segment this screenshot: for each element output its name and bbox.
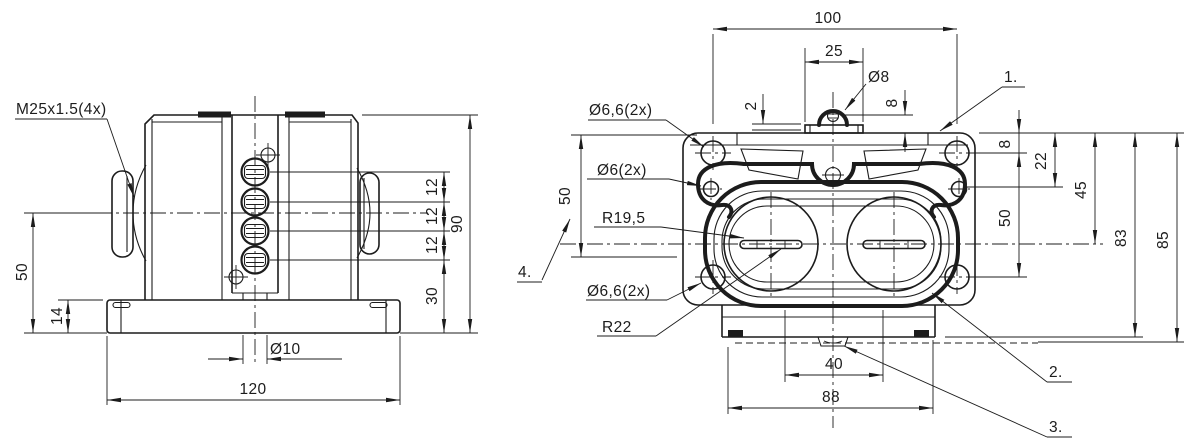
dim-label: 120 [239, 381, 266, 398]
dim-label: 14 [49, 307, 66, 325]
dim-label: 100 [814, 10, 841, 27]
callout-label: Ø6,6(2x) [587, 283, 651, 300]
dim-tab-thickness: 2 [743, 94, 801, 131]
enclosure-face [682, 132, 976, 306]
dim-label: 50 [14, 263, 31, 281]
dim-dome-offset: 8 [841, 90, 913, 152]
cable-gland-right [356, 167, 380, 259]
callout-holes-bottom: Ø6,6(2x) [586, 282, 702, 301]
dim-stem-dia: Ø10 [208, 335, 342, 364]
dim-gland-height: 50 [14, 212, 107, 334]
cable-gland-left [111, 164, 147, 262]
dim-label: 12 [424, 207, 441, 225]
dim-edge-to-base: 83 [1113, 133, 1138, 337]
dim-base-thickness: 14 [49, 299, 103, 333]
thread-callout: M25x1.5(4x) [15, 101, 135, 198]
callout-1: 1. [939, 69, 1025, 132]
top-seal-strip [198, 111, 231, 118]
dim-cover-height: 50 [557, 134, 697, 258]
mounting-hole [695, 260, 731, 294]
dim-label: 25 [825, 43, 843, 60]
dim-label: 30 [424, 287, 441, 305]
top-seal-strip [285, 111, 325, 118]
callout-label: R22 [602, 319, 632, 336]
dim-terminal-to-base: 30 [400, 260, 478, 334]
base-feet [721, 305, 1038, 347]
dim-slot-width: 40 [784, 310, 884, 382]
dim-terminal-pitch: 12 12 12 [270, 171, 450, 261]
dim-label: 88 [822, 389, 840, 406]
right-view: 100 25 Ø8 2 8 Ø6,6(2x) [517, 10, 1184, 438]
dim-label: 45 [1073, 181, 1090, 199]
dim-label: 40 [825, 356, 843, 373]
dim-hole-spacing-v: 50 [997, 153, 1022, 277]
datum-mark [256, 143, 280, 167]
callout-label: Ø6,6(2x) [589, 102, 653, 119]
dim-label: 50 [557, 187, 574, 205]
housing-body [144, 111, 359, 300]
dim-label: 90 [449, 215, 466, 233]
callout-radius-inner: R19,5 [594, 210, 745, 239]
dim-edge-to-hole: 8 [997, 110, 1022, 153]
gland-opening-right [846, 196, 942, 292]
callout-label: 4. [518, 264, 532, 281]
bottom-tab [817, 336, 849, 347]
callout-label: R19,5 [602, 210, 645, 227]
dim-label: 83 [1113, 229, 1130, 247]
terminal-clamp [240, 245, 270, 275]
dim-edge-to-side-hole: 22 [1033, 133, 1058, 187]
callout-label: 2. [1049, 364, 1063, 381]
dim-label: 8 [997, 139, 1014, 148]
dim-total-width: 120 [106, 336, 401, 405]
dim-edge-to-center: 45 [1073, 133, 1098, 244]
dome [817, 109, 849, 127]
dim-total-height: 90 [362, 114, 478, 333]
callout-label: 1. [1004, 69, 1018, 86]
dim-label: 12 [424, 236, 441, 254]
top-tab [804, 109, 864, 134]
dim-label: 85 [1155, 231, 1172, 249]
dim-label: 2 [743, 101, 760, 110]
dim-label: Ø10 [270, 341, 301, 358]
dim-label: 50 [997, 209, 1014, 227]
dim-dome-dia: Ø8 [844, 69, 889, 111]
dim-base-width: 88 [727, 340, 934, 414]
datum-mark [224, 265, 248, 289]
left-view: M25x1.5(4x) 50 14 12 12 [14, 96, 478, 405]
center-screw-hole [822, 166, 844, 184]
thread-label: M25x1.5(4x) [16, 101, 107, 118]
terminal-clamp [240, 187, 270, 217]
terminal-clamp [240, 157, 270, 187]
callout-4: 4. [517, 218, 571, 283]
dim-label: 12 [424, 178, 441, 196]
callout-2: 2. [931, 292, 1072, 383]
dim-label: Ø8 [868, 69, 889, 86]
dim-label: 8 [884, 98, 901, 107]
side-hole [700, 178, 722, 200]
gland-opening-left [723, 196, 819, 292]
callout-label: 3. [1049, 419, 1063, 436]
base-plate [106, 299, 401, 334]
terminal-clamp [240, 216, 270, 246]
dim-total-height: 85 [1155, 133, 1180, 342]
mounting-hole [939, 136, 975, 170]
callout-3: 3. [843, 345, 1072, 438]
callout-holes-side: Ø6(2x) [587, 162, 702, 187]
dim-hole-spacing-h: 100 [712, 10, 958, 124]
callout-holes-top: Ø6,6(2x) [588, 102, 705, 148]
dim-label: 22 [1033, 152, 1050, 170]
callout-label: Ø6(2x) [597, 162, 647, 179]
callout-radius-outer: R22 [597, 248, 782, 337]
gasket-seal [695, 161, 968, 308]
dim-tab-width: 25 [804, 43, 864, 122]
right-dim-extensions [945, 132, 1184, 343]
